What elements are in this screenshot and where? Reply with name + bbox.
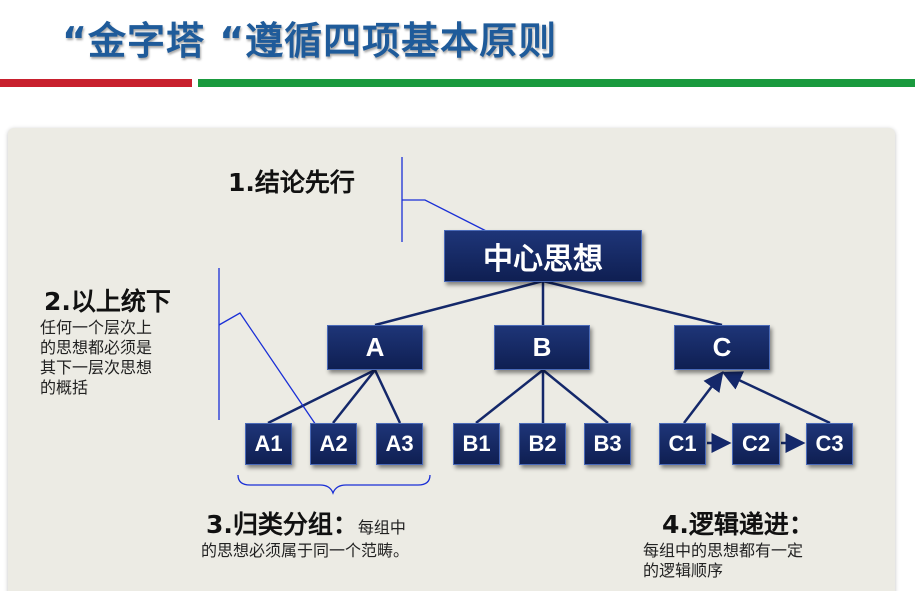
principle-2-desc-line: 任何一个层次上 — [40, 318, 153, 337]
node-a1: A1 — [245, 423, 292, 465]
annot1-pointer — [402, 199, 501, 239]
edge-a-a1 — [267, 368, 376, 425]
principle-2-label: 2.以上统下 — [44, 287, 171, 316]
title-underline-red — [0, 79, 192, 87]
edge-a-a2 — [332, 369, 376, 424]
node-c3: C3 — [806, 423, 853, 465]
annot3-brace — [237, 474, 431, 495]
principle-2-desc-line: 其下一层次思想 — [40, 358, 153, 377]
principle-4-desc: 每组中的思想都有一定 的逻辑顺序 — [643, 541, 803, 581]
edge-c3-c — [721, 371, 831, 425]
principle-4-desc-line: 的逻辑顺序 — [643, 561, 724, 580]
edge-b-b3 — [542, 369, 609, 424]
principle-2-desc-line: 的思想都必须是 — [40, 338, 153, 357]
principle-2-desc-line: 的概括 — [40, 378, 89, 397]
principle-3-desc-inline: 每组中 — [357, 518, 406, 537]
node-b3: B3 — [584, 423, 631, 465]
page-title: “金字塔 “遵循四项基本原则 — [62, 19, 558, 63]
node-b: B — [494, 325, 590, 370]
node-root: 中心思想 — [444, 230, 642, 282]
principle-4-label: 4.逻辑递进： — [662, 510, 814, 539]
edge-root-a — [374, 279, 544, 327]
node-c: C — [674, 325, 770, 370]
node-a3: A3 — [376, 423, 423, 465]
principle-2-desc: 任何一个层次上 的思想都必须是 其下一层次思想 的概括 — [40, 318, 152, 398]
node-b1: B1 — [453, 423, 500, 465]
principle-3-desc: 的思想必须属于同一个范畴。 — [201, 541, 410, 560]
node-c1: C1 — [659, 423, 706, 465]
principle-1-label: 1.结论先行 — [228, 168, 355, 197]
node-b2: B2 — [519, 423, 566, 465]
principle-4-desc-line: 每组中的思想都有一定 — [643, 541, 804, 560]
title-underline-green — [198, 79, 915, 87]
edge-a-a3 — [373, 369, 402, 424]
edge-b-b1 — [475, 369, 544, 424]
principle-3-label: 3.归类分组： — [206, 510, 358, 539]
annot2-pointer — [218, 312, 319, 429]
node-c2: C2 — [732, 423, 780, 465]
edge-root-c — [542, 279, 723, 327]
node-a2: A2 — [310, 423, 357, 465]
principle-3-block: 3.归类分组：每组中 — [206, 505, 406, 541]
edge-c1-c — [683, 371, 724, 424]
node-a: A — [327, 325, 423, 370]
